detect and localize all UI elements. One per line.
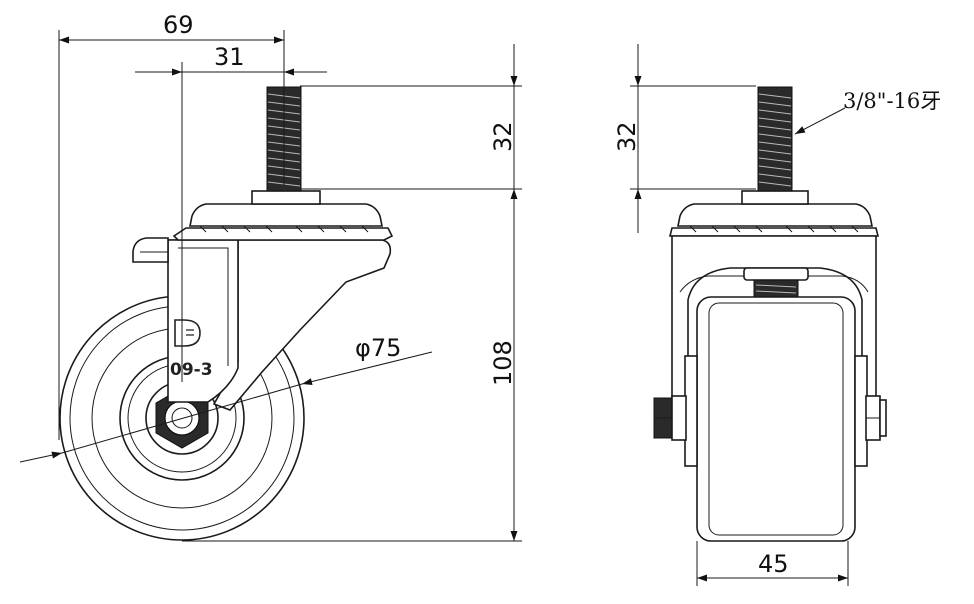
front-top-plate: [668, 190, 880, 237]
dim-45-label: 45: [758, 550, 789, 578]
dim-wheel-width: 45: [696, 541, 849, 586]
dim-32-side-label: 32: [489, 121, 517, 152]
thread-callout: 3/8"-16牙: [794, 89, 941, 135]
fork-logo: 09-3: [170, 319, 213, 380]
front-axle-nuts: [653, 395, 887, 441]
dim-phi75-label: φ75: [355, 334, 401, 362]
dim-wheel-diameter: φ75: [19, 334, 433, 463]
front-threaded-stem: [757, 86, 793, 192]
dim-heights-front: 32: [613, 44, 756, 233]
dim-108-label: 108: [489, 340, 517, 386]
dim-31-label: 31: [214, 43, 245, 71]
front-view: 32 3/8"-16牙 45: [613, 44, 941, 586]
side-top-plate: [172, 190, 394, 241]
front-kingpin: [743, 267, 809, 299]
fork-model-label: 09-3: [170, 360, 213, 380]
thread-spec-label: 3/8"-16牙: [843, 89, 941, 113]
dim-total-width: 69: [58, 11, 285, 440]
dim-heights-side: 32 108: [182, 44, 522, 542]
dim-offset: 31: [135, 43, 327, 382]
side-fork: [132, 237, 392, 411]
dim-32-front-label: 32: [613, 121, 641, 152]
side-view: 09-3 69 31: [19, 11, 522, 542]
dim-69-label: 69: [163, 11, 194, 39]
front-wheel: [684, 296, 868, 542]
